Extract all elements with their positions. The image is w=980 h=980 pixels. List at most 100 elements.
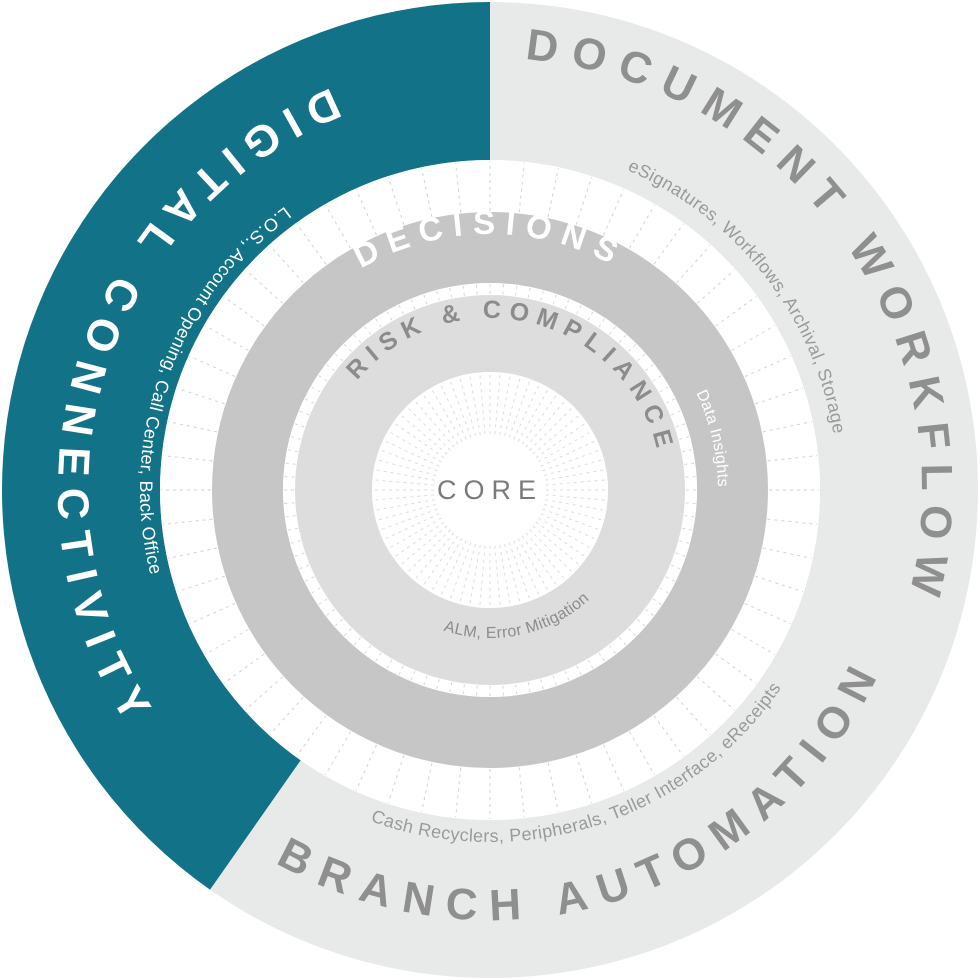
spoke-line: [462, 684, 465, 695]
spoke-line: [162, 455, 213, 462]
spoke-line: [608, 645, 616, 654]
spoke-line: [353, 334, 362, 343]
spoke-line: [423, 394, 459, 445]
spoke-line: [449, 287, 453, 298]
spoke-line: [665, 398, 675, 404]
spoke-line: [334, 618, 343, 627]
spoke-line: [542, 449, 600, 472]
spoke-line: [545, 494, 606, 501]
spoke-line: [462, 285, 465, 296]
spoke-line: [384, 440, 440, 467]
spoke-line: [540, 679, 544, 690]
spoke-line: [653, 715, 684, 757]
spoke-line: [538, 431, 591, 463]
spoke-line: [294, 552, 305, 557]
ring-segment-document-workflow[interactable]: [490, 2, 978, 657]
spoke-line: [697, 676, 735, 711]
spoke-line: [168, 547, 218, 559]
spoke-line: [645, 364, 654, 372]
spoke-line: [603, 189, 625, 236]
spoke-line: [598, 318, 605, 328]
spoke-line: [375, 499, 435, 511]
spoke-line: [517, 538, 549, 591]
spoke-line: [494, 545, 501, 606]
spoke-line: [168, 421, 218, 433]
spoke-line: [679, 540, 690, 544]
spoke-line: [387, 755, 405, 804]
spoke-line: [540, 513, 596, 540]
spoke-line: [290, 436, 301, 440]
spoke-line: [515, 285, 518, 296]
spoke-line: [513, 540, 540, 596]
spoke-line: [575, 755, 593, 804]
spoke-line: [715, 296, 757, 327]
spoke-line: [455, 162, 462, 213]
spoke-line: [355, 189, 377, 236]
spoke-line: [603, 744, 625, 791]
spoke-line: [204, 325, 249, 351]
spoke-line: [744, 355, 791, 377]
spoke-line: [587, 659, 594, 669]
spoke-line: [675, 423, 686, 428]
spoke-line: [459, 543, 476, 603]
spoke-line: [394, 423, 445, 459]
spoke-line: [545, 479, 606, 486]
spoke-line: [755, 575, 804, 593]
spoke-line: [652, 598, 662, 605]
spoke-line: [407, 407, 451, 451]
ring-segment-digital-connectivity[interactable]: [2, 2, 491, 890]
spoke-line: [564, 670, 570, 681]
spoke-line: [410, 299, 416, 310]
spoke-line: [576, 305, 582, 315]
spoke-line: [364, 326, 372, 335]
spoke-line: [525, 532, 565, 580]
spoke-line: [629, 731, 655, 776]
ring-core[interactable]: [372, 372, 608, 608]
spoke-line: [504, 377, 521, 437]
spoke-line: [653, 223, 684, 265]
spoke-line: [499, 375, 511, 435]
spoke-line: [204, 629, 249, 655]
spoke-line: [294, 423, 305, 428]
spoke-line: [431, 538, 463, 591]
spoke-line: [675, 552, 686, 557]
spoke-line: [189, 355, 236, 377]
spoke-line: [455, 767, 462, 818]
spoke-line: [543, 504, 603, 521]
spoke-line: [515, 684, 518, 695]
ring-risk-compliance[interactable]: [295, 295, 685, 685]
spoke-line: [415, 532, 455, 580]
spoke-line: [343, 343, 352, 352]
spoke-line: [513, 384, 540, 440]
spoke-line: [608, 326, 616, 335]
spoke-line: [755, 387, 804, 405]
spoke-line: [538, 517, 591, 549]
spoke-line: [540, 440, 596, 467]
spoke-line: [423, 535, 459, 586]
spoke-line: [479, 545, 486, 606]
spoke-line: [334, 353, 343, 362]
spoke-line: [245, 676, 283, 711]
spoke-line: [162, 518, 213, 525]
spoke-line: [552, 675, 557, 686]
spoke-line: [504, 543, 521, 603]
spoke-line: [665, 576, 675, 582]
spoke-line: [364, 645, 372, 654]
spoke-line: [682, 449, 693, 453]
spoke-line: [375, 318, 382, 328]
spoke-line: [637, 618, 646, 627]
spoke-line: [377, 459, 437, 476]
spoke-line: [380, 508, 438, 531]
spoke-line: [547, 762, 559, 812]
spoke-line: [494, 374, 501, 435]
spoke-line: [449, 380, 472, 438]
spoke-line: [299, 410, 310, 416]
ring-segment-branch-automation[interactable]: [210, 602, 949, 978]
spoke-line: [318, 598, 328, 605]
spoke-line: [223, 296, 265, 327]
spoke-line: [449, 542, 472, 600]
spoke-line: [676, 245, 711, 283]
spoke-line: [659, 587, 669, 594]
